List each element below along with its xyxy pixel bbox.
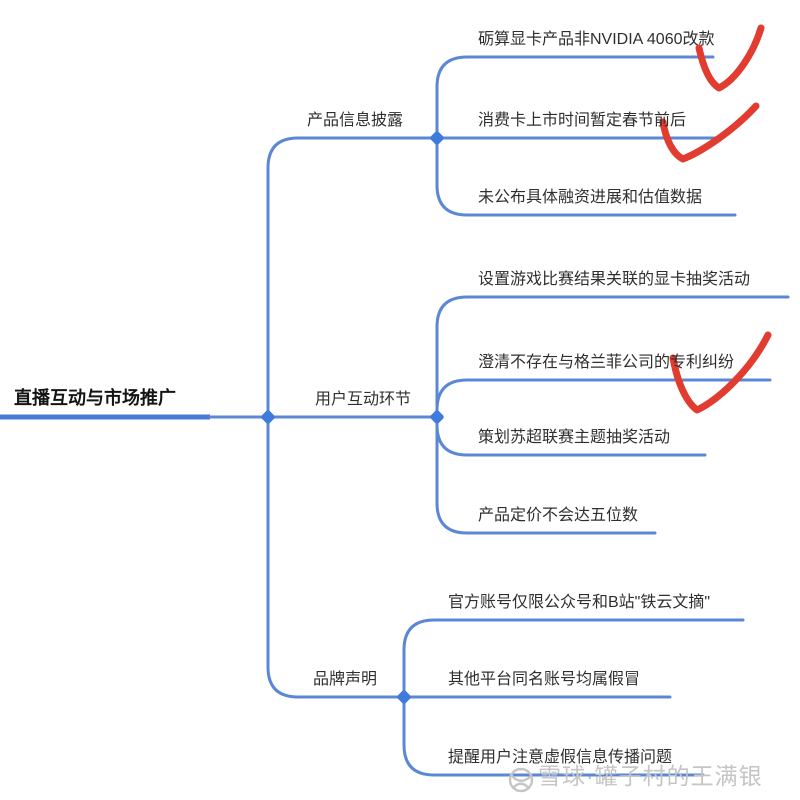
connector-leaf-2-1 [435, 295, 790, 419]
leaf-node: 未公布具体融资进展和估值数据 [478, 188, 703, 206]
branch-label-brand-statement: 品牌声明 [313, 670, 378, 688]
junction-dot-root [261, 410, 275, 424]
leaf-node: 设置游戏比赛结果关联的显卡抽奖活动 [478, 270, 751, 288]
leaf-node: 官方账号仅限公众号和B站"铁云文摘" [448, 593, 711, 611]
connector-leaf-2-4 [435, 415, 657, 535]
connector-branch-brand-statement [266, 415, 406, 699]
connector-leaf-2-2 [435, 378, 772, 419]
connector-leaf-3-3 [402, 695, 705, 777]
xueqiu-snowball-logo-icon [508, 767, 534, 793]
junction-dot-branch-3 [397, 690, 411, 704]
branch-label-product-info: 产品信息披露 [307, 111, 404, 129]
leaf-node: 其他平台同名账号均属假冒 [448, 670, 641, 688]
connector-leaf-1-1 [435, 55, 715, 140]
watermark-text: 雪球·罐子村的王满银 [538, 763, 763, 789]
leaf-node: 策划苏超联赛主题抽奖活动 [478, 428, 671, 446]
red-checkmark-icon [669, 331, 772, 414]
connector-leaf-3-1 [402, 618, 745, 699]
branch-label-user-interaction: 用户互动环节 [315, 390, 412, 408]
leaf-node: 产品定价不会达五位数 [478, 506, 639, 524]
junction-dot-branch-2 [430, 410, 444, 424]
connector-leaf-1-3 [435, 136, 737, 217]
leaf-node: 砺算显卡产品非NVIDIA 4060改款 [478, 30, 715, 48]
connector-branch-product-info [266, 136, 439, 419]
junction-dot-branch-1 [430, 131, 444, 145]
leaf-node: 消费卡上市时间暂定春节前后 [478, 111, 687, 129]
root-node-label: 直播互动与市场推广 [14, 388, 176, 409]
leaf-node: 提醒用户注意虚假信息传播问题 [448, 748, 673, 766]
red-checkmark-icon [659, 102, 760, 163]
leaf-node: 澄清不存在与格兰菲公司的专利纠纷 [478, 353, 735, 371]
red-checkmark-icon [695, 24, 765, 92]
